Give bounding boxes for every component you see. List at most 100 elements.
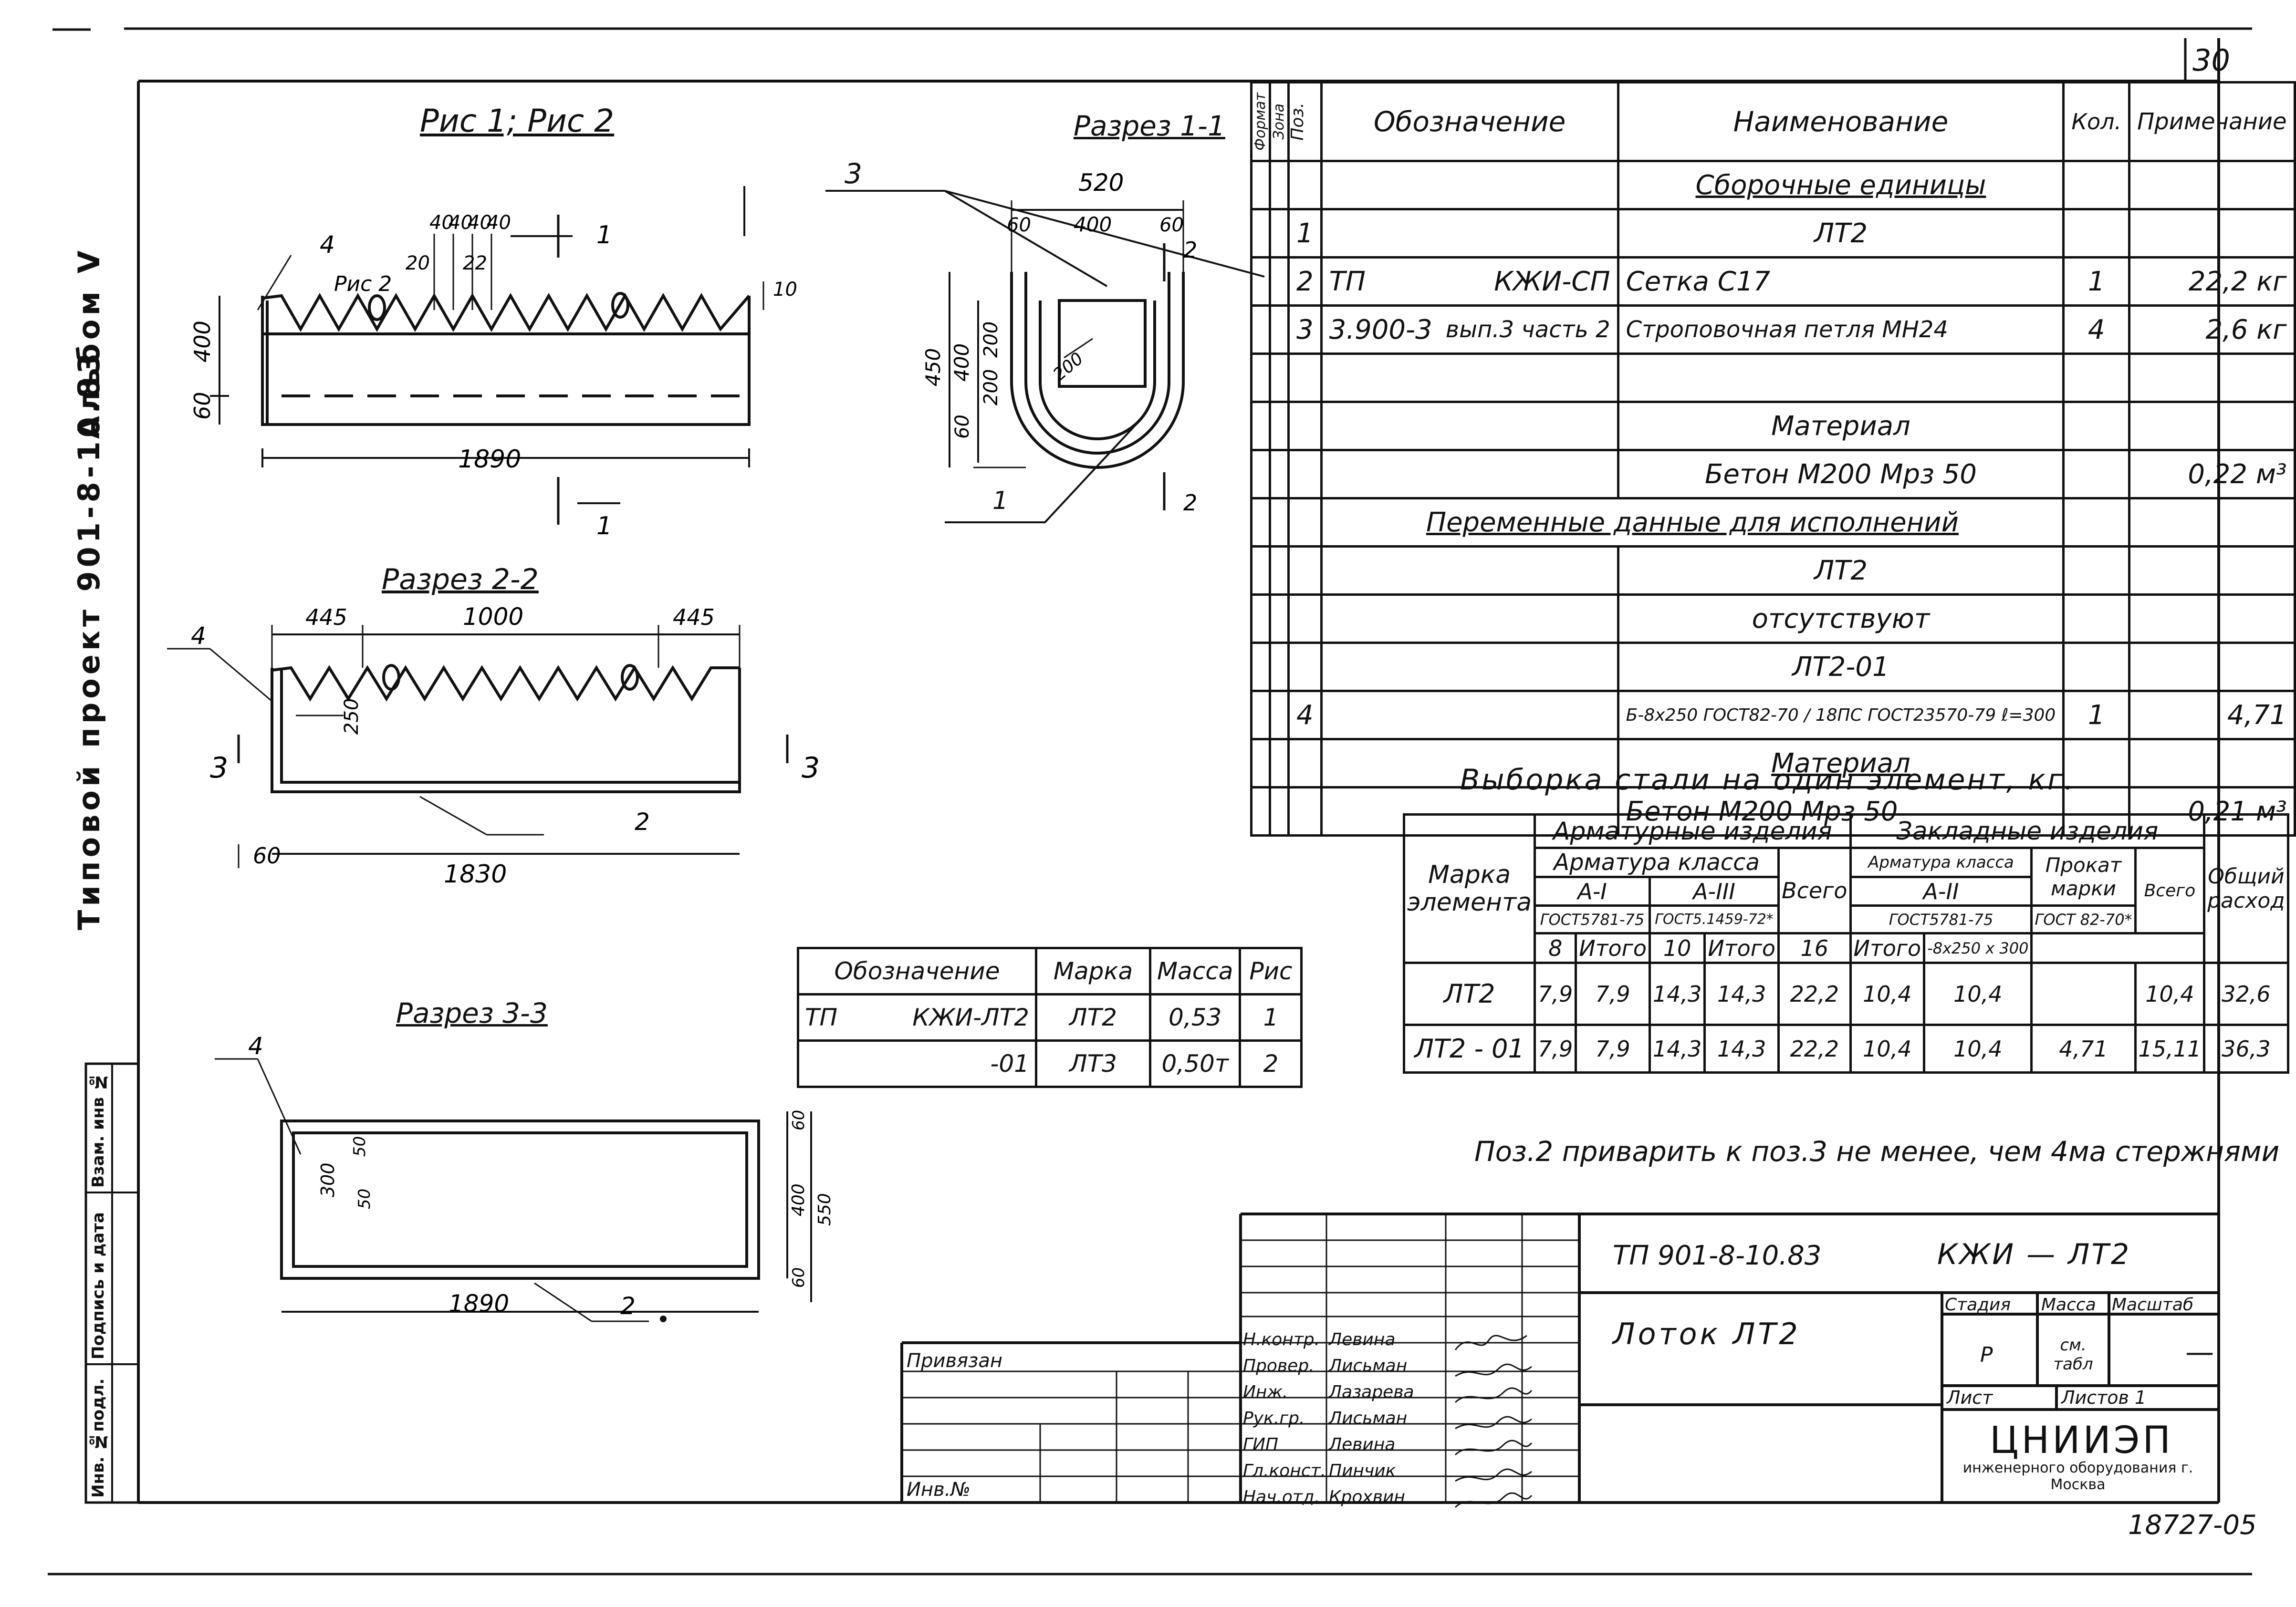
sec11-leader [945, 419, 1141, 523]
svg-text:40: 40 [429, 212, 454, 234]
stamp-role-row: Нач.отд.Крохвин [1243, 1487, 1405, 1507]
stamp-org: ЦНИИЭП [1990, 1419, 2174, 1462]
svg-text:40: 40 [487, 212, 511, 234]
stamp-role-row: Провер.Лисьман [1243, 1356, 1408, 1376]
svg-text:50: 50 [355, 1189, 374, 1209]
fig12-label-ris2: Рис 2 [334, 272, 392, 296]
sec11-width: 520 [1078, 169, 1124, 197]
spec-row: Материал [1250, 738, 2296, 788]
spec-row: отсутствуют [1250, 593, 2296, 644]
spec-h-note: Примечание [2128, 81, 2296, 162]
svg-text:550: 550 [815, 1193, 835, 1226]
svg-text:200: 200 [980, 369, 1002, 405]
svg-text:450: 450 [921, 348, 945, 386]
stamp-doc: КЖИ — ЛТ2 [1937, 1238, 2131, 1271]
stamp-scale: — [2185, 1336, 2214, 1369]
mass-table: Обозначение Марка Масса Рис ТП КЖИ-ЛТ2 Л… [796, 947, 1303, 1088]
fig12-length: 1890 [458, 445, 521, 474]
svg-text:2: 2 [1183, 490, 1197, 516]
svg-text:400: 400 [950, 343, 973, 382]
svg-text:445: 445 [673, 604, 715, 630]
spec-row: Материал [1250, 401, 2296, 451]
stamp-inv: Инв.№ [907, 1479, 971, 1501]
sec22-title: Разрез 2-2 [382, 563, 539, 596]
stamp-role-row: Рук.гр.Лисьман [1243, 1409, 1408, 1428]
project-title: Типовой проект 901-8-10.83 [72, 349, 106, 930]
spec-row: ЛТ2-01 [1250, 642, 2296, 692]
svg-text:3: 3 [210, 751, 228, 785]
stamp-frame [900, 1213, 2219, 1503]
sec11-drawing: 520 60 400 60 2 2 200 200 400 450 60 200 [921, 169, 1197, 516]
stamp-stage: Р [1980, 1343, 1993, 1367]
spec-row: Переменные данные для исполнений [1250, 497, 2296, 548]
stamp-roles: Н.контр.Левина Провер.Лисьман Инж.Лазаре… [1243, 1330, 1443, 1514]
svg-text:200: 200 [1049, 349, 1087, 385]
svg-text:400: 400 [789, 1183, 808, 1216]
fig12-drawing: 4 Рис 2 40 40 40 40 20 22 10 400 60 1890… [189, 186, 797, 540]
stamp-role-row: Гл.конст.Пинчик [1243, 1461, 1396, 1481]
album-title: Альбом V [72, 247, 106, 439]
stamp-role-row: Н.контр.Левина [1243, 1330, 1396, 1349]
archive-number: 18727-05 [2128, 1510, 2257, 1541]
svg-text:60: 60 [789, 1110, 808, 1130]
svg-text:1: 1 [596, 512, 612, 540]
spec-h-designation: Обозначение [1320, 81, 1619, 162]
svg-text:300: 300 [317, 1162, 338, 1197]
fig12-label-4: 4 [320, 231, 335, 259]
sec33-length: 1890 [449, 1290, 509, 1317]
strip-replace: Взам. инв № [89, 1072, 108, 1188]
sec22-drawing: 445 1000 445 250 1830 60 4 3 3 2 [167, 603, 820, 889]
mass-row: -01 ЛТ3 0,50т 2 [796, 1039, 1303, 1088]
svg-text:1: 1 [596, 221, 612, 249]
strip-sign: Подпись и дата [89, 1212, 108, 1359]
leader-lines [825, 190, 1265, 287]
svg-text:50: 50 [350, 1136, 369, 1157]
spec-h-qty: Кол. [2062, 81, 2131, 162]
svg-text:60: 60 [189, 392, 215, 420]
spec-row: ЛТ2 [1250, 545, 2296, 596]
svg-text:2: 2 [620, 1292, 636, 1320]
mass-row: ТП КЖИ-ЛТ2 ЛТ2 0,53 1 [796, 993, 1303, 1042]
fig12-title: Рис 1; Рис 2 [420, 103, 615, 139]
svg-text:400: 400 [1074, 213, 1112, 236]
stamp-title: Лоток ЛТ2 [1613, 1317, 1801, 1351]
steel-h-mark: Марка элемента [1402, 813, 1536, 964]
svg-text:400: 400 [189, 321, 215, 363]
svg-text:22: 22 [463, 252, 487, 274]
signatures [1454, 1335, 1533, 1508]
svg-text:60: 60 [951, 415, 973, 439]
stamp-code: ТП 901-8-10.83 [1613, 1240, 1822, 1271]
svg-text:40: 40 [449, 212, 473, 234]
stamp-org-sub: инженерного оборудования г. Москва [1962, 1460, 2193, 1493]
svg-text:2: 2 [1183, 237, 1197, 263]
leader-3: 3 [845, 157, 862, 190]
strip-inv: Инв. №подл. [89, 1378, 108, 1498]
svg-text:2: 2 [635, 808, 650, 836]
sec22-length: 1830 [444, 860, 507, 889]
svg-text:3: 3 [802, 751, 820, 785]
sec11-title: Разрез 1-1 [1074, 110, 1225, 142]
steel-h-sum: Общий расход [2203, 813, 2289, 964]
svg-text:10: 10 [773, 279, 797, 301]
svg-text:60: 60 [789, 1267, 808, 1288]
svg-text:4: 4 [248, 1032, 263, 1060]
weld-note: Поз.2 приварить к поз.3 не менее, чем 4м… [1474, 1135, 2280, 1168]
sec33-drawing: 300 50 50 400 550 60 60 1890 4 2 [215, 1032, 835, 1322]
spec-table: Формат Зона Поз. Обозначение Наименовани… [1250, 81, 2296, 837]
svg-text:40: 40 [468, 212, 492, 234]
sec11-pos1: 1 [992, 487, 1009, 515]
stamp-mass: см. табл [2053, 1336, 2093, 1374]
svg-text:4: 4 [191, 622, 206, 650]
svg-text:60: 60 [253, 843, 281, 869]
page-number: 30 [2192, 43, 2230, 78]
stamp-role-row: Инж.Лазарева [1243, 1382, 1414, 1402]
